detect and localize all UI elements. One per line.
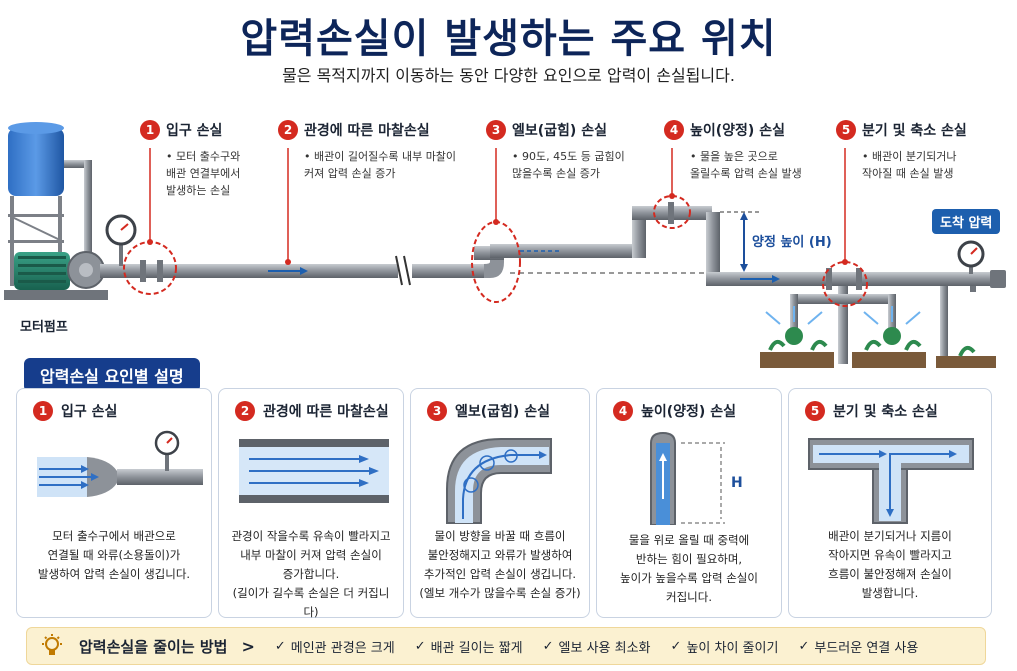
tee-branch-illustration (808, 438, 974, 524)
tip-item: ✓높이 차이 줄이기 (671, 637, 779, 656)
number-badge: 4 (664, 120, 684, 140)
callout-branch-loss: 5 분기 및 축소 손실 배관이 분기되거나 작아질 때 손실 발생 (836, 120, 1012, 182)
card-branch-loss: 5 분기 및 축소 손실 배관이 분기되거나 지름이 작아지면 유속이 빨라지고 … (788, 388, 992, 618)
card-title: 높이(양정) 손실 (641, 404, 736, 420)
friction-pipe-illustration (239, 439, 389, 503)
height-indicator (510, 211, 760, 274)
tip-text: 배관 길이는 짧게 (430, 640, 523, 656)
check-icon: ✓ (274, 638, 286, 654)
head-height-label: 양정 높이 (H) (752, 235, 832, 250)
check-icon: ✓ (670, 638, 682, 654)
inlet-vortex-illustration (37, 430, 203, 497)
number-badge: 5 (836, 120, 856, 140)
card-description: 배관이 분기되거나 지름이 작아지면 유속이 빨라지고 흐름이 불안정해져 손실… (828, 529, 952, 600)
card-height-loss: 4 높이(양정) 손실 H 물을 위로 올릴 때 중력에 반하는 힘이 필요하며,… (596, 388, 782, 618)
callout-description: 모터 출수구와 배관 연결부에서 발생하는 손실 (166, 148, 330, 199)
page-title: 압력손실이 발생하는 주요 위치 (240, 16, 777, 62)
flow-arrows (268, 250, 780, 283)
tip-text: 높이 차이 줄이기 (686, 640, 779, 656)
arrival-pressure-badge: 도착 압력 (932, 209, 1001, 234)
tip-item: ✓배관 길이는 짧게 (415, 637, 523, 656)
card-friction-loss: 2 관경에 따른 마찰손실 관경이 작을수록 유속이 빨라지고 내부 마찰이 커져… (218, 388, 404, 619)
lightbulb-icon (42, 634, 62, 655)
check-icon: ✓ (542, 638, 554, 654)
number-badge: 3 (486, 120, 506, 140)
callout-title: 분기 및 축소 손실 (862, 123, 967, 139)
vertical-pipe-illustration (650, 431, 725, 525)
card-title: 입구 손실 (61, 404, 118, 420)
main-pipe (130, 202, 1006, 290)
callout-inlet-loss: 1 입구 손실 모터 출수구와 배관 연결부에서 발생하는 손실 (140, 120, 330, 199)
check-icon: ✓ (798, 638, 810, 654)
water-tank (8, 122, 92, 286)
motor-pump (4, 251, 132, 300)
inlet-pressure-gauge (105, 214, 137, 266)
number-badge: 3 (427, 401, 447, 421)
callout-elbow-loss: 3 엘보(굽힘) 손실 90도, 45도 등 굽힘이 많을수록 손실 증가 (486, 120, 676, 182)
callout-description: 배관이 길어질수록 내부 마찰이 커져 압력 손실 증가 (304, 148, 488, 182)
elbow-illustration (446, 438, 552, 524)
callout-title: 관경에 따른 마찰손실 (304, 123, 430, 139)
tip-item: ✓엘보 사용 최소화 (543, 637, 651, 656)
card-title: 분기 및 축소 손실 (833, 404, 938, 420)
card-description: 관경이 작을수록 유속이 빨라지고 내부 마찰이 커져 압력 손실이 증가합니다… (231, 529, 391, 619)
tip-text: 메인관 관경은 크게 (290, 640, 395, 656)
tip-text: 엘보 사용 최소화 (558, 640, 651, 656)
number-badge: 4 (613, 401, 633, 421)
callout-description: 배관이 분기되거나 작아질 때 손실 발생 (862, 148, 1012, 182)
card-description: 물을 위로 올릴 때 중력에 반하는 힘이 필요하며, 높이가 높을수록 압력 … (620, 533, 758, 604)
number-badge: 5 (805, 401, 825, 421)
card-inlet-loss: 1 입구 손실 모터 출수구에서 배관으로 연결될 때 와류(소용돌이)가 발생하… (16, 388, 212, 618)
branch-sprinklers (760, 286, 996, 368)
motor-pump-label: 모터펌프 (20, 320, 68, 335)
number-badge: 2 (235, 401, 255, 421)
callout-description: 90도, 45도 등 굽힘이 많을수록 손실 증가 (512, 148, 676, 182)
tip-text: 부드러운 연결 사용 (814, 640, 919, 656)
chevron-right-icon: > (241, 636, 255, 656)
callout-height-loss: 4 높이(양정) 손실 물을 높은 곳으로 올릴수록 압력 손실 발생 (664, 120, 854, 182)
card-elbow-loss: 3 엘보(굽힘) 손실 물이 방향을 바꿀 때 흐름이 불안정해지고 와류가 발생… (410, 388, 590, 618)
card-description: 모터 출수구에서 배관으로 연결될 때 와류(소용돌이)가 발생하여 압력 손실… (37, 529, 191, 581)
tip-item: ✓부드러운 연결 사용 (798, 637, 918, 656)
callout-friction-loss: 2 관경에 따른 마찰손실 배관이 길어질수록 내부 마찰이 커져 압력 손실 증… (278, 120, 488, 182)
section-title: 압력손실 요인별 설명 (24, 358, 200, 392)
card-title: 관경에 따른 마찰손실 (263, 404, 389, 420)
number-badge: 2 (278, 120, 298, 140)
number-badge: 1 (140, 120, 160, 140)
tips-bar: 압력손실을 줄이는 방법 > ✓메인관 관경은 크게 ✓배관 길이는 짧게 ✓엘… (26, 627, 986, 665)
tip-item: ✓메인관 관경은 크게 (275, 637, 395, 656)
piping-diagram (4, 122, 1006, 368)
arrival-pressure-gauge (957, 240, 985, 274)
card-title: 엘보(굽힘) 손실 (455, 404, 550, 420)
callout-description: 물을 높은 곳으로 올릴수록 압력 손실 발생 (690, 148, 854, 182)
tips-title: 압력손실을 줄이는 방법 (79, 637, 228, 656)
callout-title: 높이(양정) 손실 (690, 123, 785, 139)
callout-title: 엘보(굽힘) 손실 (512, 123, 607, 139)
callout-title: 입구 손실 (166, 123, 223, 139)
page-subtitle: 물은 목적지까지 이동하는 동안 다양한 요인으로 압력이 손실됩니다. (282, 66, 735, 85)
number-badge: 1 (33, 401, 53, 421)
card-description: 물이 방향을 바꿀 때 흐름이 불안정해지고 와류가 발생하여 추가적인 압력 … (419, 529, 581, 600)
check-icon: ✓ (414, 638, 426, 654)
height-h-label: H (731, 475, 743, 491)
